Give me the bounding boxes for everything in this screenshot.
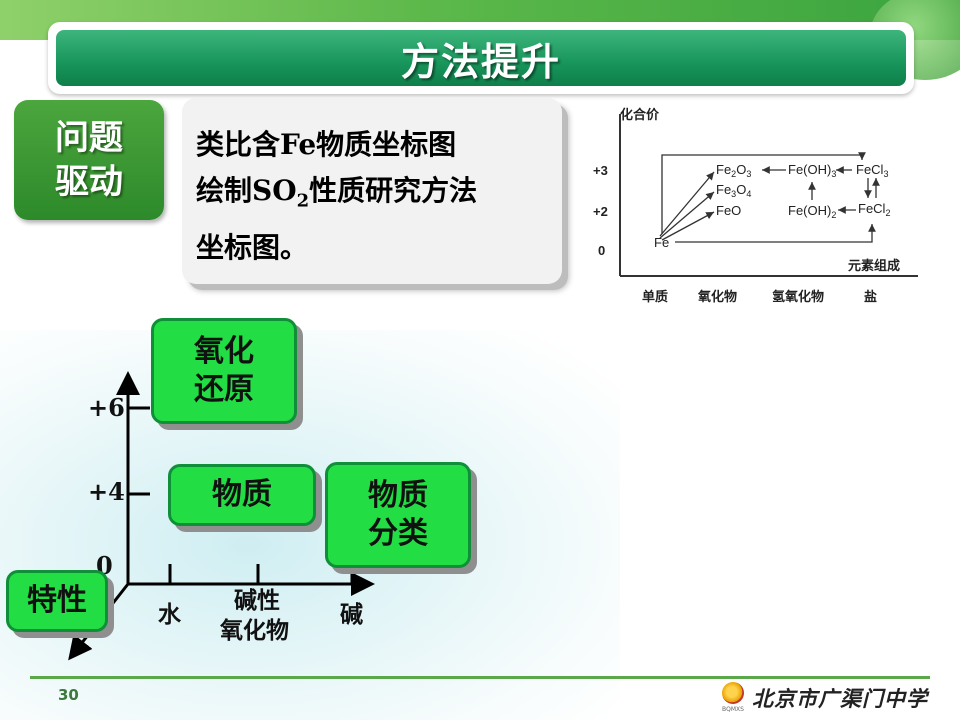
footer-divider xyxy=(30,676,930,679)
classification-label: 物质 分类 xyxy=(368,478,428,551)
ref-node-fe2o3: Fe2O3 xyxy=(716,162,751,179)
question-driven-badge: 问题 驱动 xyxy=(14,100,164,220)
ref-x-category: 氧化物 xyxy=(697,289,737,304)
ref-node-fe3o4: Fe3O4 xyxy=(716,182,751,199)
ref-node-fecl3: FeCl3 xyxy=(856,162,888,179)
water-splash-background xyxy=(0,330,620,720)
ref-y-tick: 0 xyxy=(598,243,605,258)
y-tick-label: +4 xyxy=(88,477,125,506)
y-tick-label: +6 xyxy=(88,393,125,422)
title-banner: 方法提升 xyxy=(56,30,906,86)
ref-y-tick: +2 xyxy=(593,204,608,219)
ref-arrows xyxy=(659,152,880,243)
iron-reference-chart: 化合价 元素组成 +3 +2 0 单质 氧化物 氢氧化物 盐 Fe Fe2O3 … xyxy=(593,107,918,304)
substance-label: 物质 xyxy=(212,477,272,512)
classification-box: 物质 分类 xyxy=(325,462,471,568)
question-line-2-post: 性质研究方法 xyxy=(309,174,478,207)
x-label-oxide: 氧化物 xyxy=(219,617,289,644)
substance-box: 物质 xyxy=(168,464,316,526)
school-emblem: BQMXS xyxy=(722,682,746,714)
property-label: 特性 xyxy=(27,583,87,618)
redox-box: 氧化 还原 xyxy=(151,318,297,424)
redox-label: 氧化 还原 xyxy=(194,334,254,407)
ref-x-category: 氢氧化物 xyxy=(772,289,824,304)
page-number: 30 xyxy=(58,686,79,704)
ref-node-feoh2: Fe(OH)2 xyxy=(788,203,836,220)
ref-y-tick: +3 xyxy=(593,163,608,178)
ref-node-feo: FeO xyxy=(716,203,741,218)
property-box: 特性 xyxy=(6,570,108,632)
school-emblem-icon xyxy=(722,682,744,704)
question-line-2-sub: 2 xyxy=(296,190,310,212)
x-label-basic: 碱性 xyxy=(234,587,280,614)
school-abbr: BQMXS xyxy=(722,706,744,713)
question-line-1: 类比含Fe物质坐标图 xyxy=(196,128,457,161)
ref-x-category: 单质 xyxy=(642,289,668,304)
school-logo: BQMXS 北京市广渠门中学 xyxy=(722,682,928,714)
x-label-water: 水 xyxy=(158,602,182,628)
ref-y-axis-label: 化合价 xyxy=(620,107,660,122)
question-text: 类比含Fe物质坐标图 绘制SO2性质研究方法 坐标图。 xyxy=(196,122,477,271)
ref-x-axis-label: 元素组成 xyxy=(848,258,900,273)
ref-node-fecl2: FeCl2 xyxy=(858,201,890,218)
title-bar: 方法提升 xyxy=(48,22,914,94)
question-line-2-pre: 绘制SO xyxy=(196,174,297,207)
question-line-3: 坐标图。 xyxy=(196,230,309,264)
x-label-base: 碱 xyxy=(340,601,363,628)
ref-x-category: 盐 xyxy=(864,289,877,304)
question-box: 类比含Fe物质坐标图 绘制SO2性质研究方法 坐标图。 xyxy=(182,98,562,284)
slide-title: 方法提升 xyxy=(400,39,561,84)
so2-coordinate-diagram: +6 +4 0 水 碱性 氧化物 碱 xyxy=(68,371,375,661)
ref-node-feoh3: Fe(OH)3 xyxy=(788,162,836,179)
school-name: 北京市广渠门中学 xyxy=(752,686,928,711)
question-badge-label: 问题 驱动 xyxy=(55,118,123,202)
